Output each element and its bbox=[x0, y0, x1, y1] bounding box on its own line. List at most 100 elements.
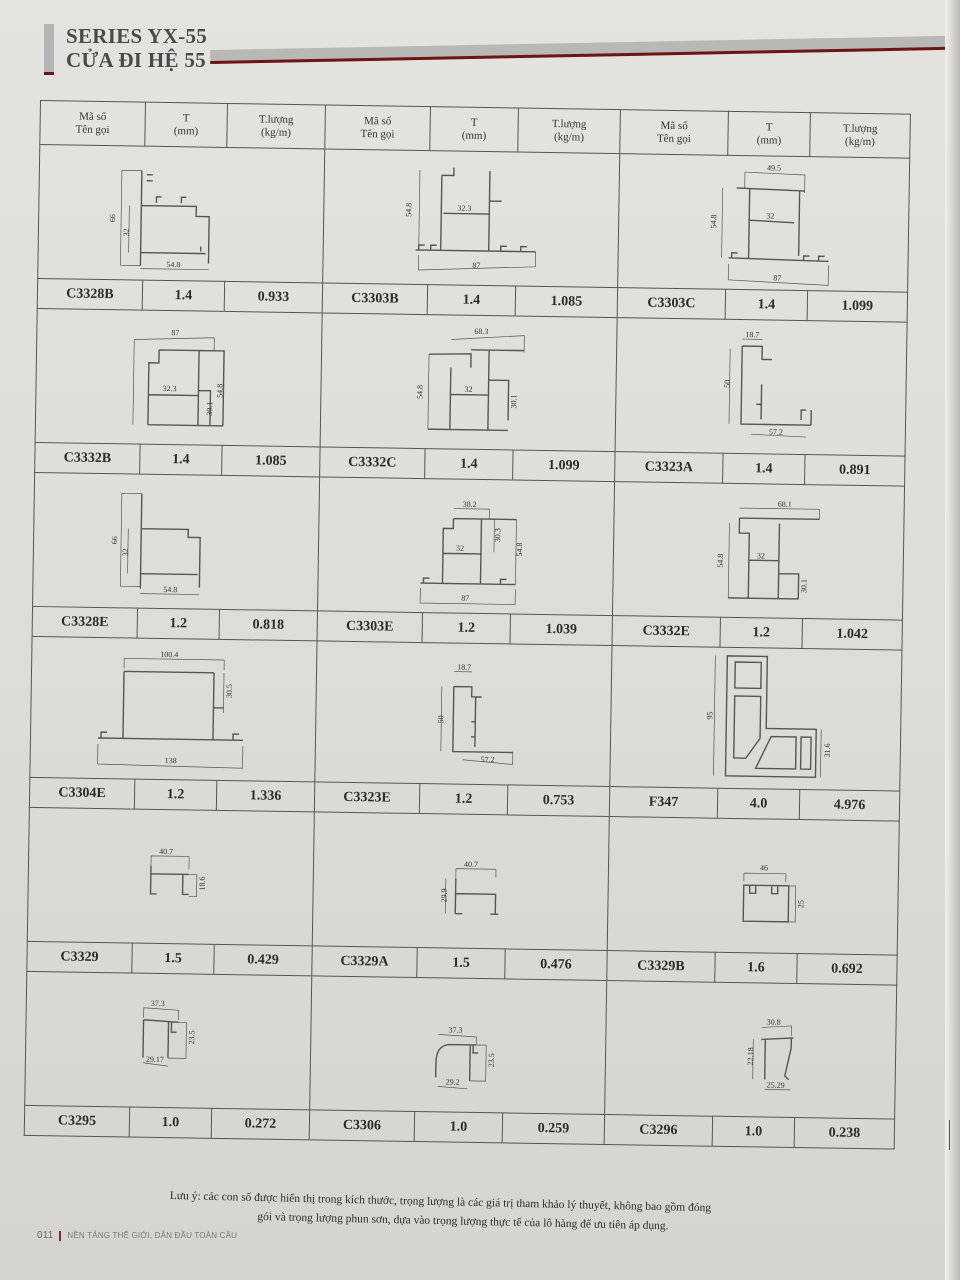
profile-drawing-C3332C: 68.3 54.8 32 30.1 bbox=[320, 312, 618, 452]
drawing-row: 100.4 30.5 138 18.7 50 57.2 bbox=[29, 636, 902, 792]
svg-text:138: 138 bbox=[165, 756, 177, 765]
profile-weight: 1.039 bbox=[510, 613, 613, 646]
svg-text:38.2: 38.2 bbox=[463, 500, 477, 509]
profile-code: C3295 bbox=[24, 1105, 130, 1138]
svg-text:46: 46 bbox=[759, 863, 767, 872]
profile-code: C3296 bbox=[604, 1114, 713, 1147]
profile-code: C3332C bbox=[319, 446, 426, 479]
profile-weight: 1.085 bbox=[515, 285, 618, 318]
profile-code: C3332E bbox=[612, 615, 721, 648]
profile-weight: 0.818 bbox=[219, 609, 318, 641]
profile-drawing-C3296: 30.8 22.18 25.29 bbox=[604, 980, 897, 1120]
svg-text:32: 32 bbox=[121, 548, 130, 556]
profile-weight: 1.085 bbox=[221, 445, 321, 477]
profile-code: C3329B bbox=[606, 950, 716, 983]
col-header-weight: T.lượng(kg/m) bbox=[809, 112, 911, 159]
svg-text:49.5: 49.5 bbox=[766, 163, 780, 172]
footer-separator bbox=[58, 1230, 61, 1241]
svg-text:50: 50 bbox=[436, 715, 445, 723]
profile-thickness: 1.5 bbox=[131, 943, 215, 975]
profile-weight: 1.042 bbox=[801, 618, 903, 651]
svg-text:100.4: 100.4 bbox=[160, 649, 178, 658]
profile-code: C3332B bbox=[34, 442, 141, 475]
page-footer: 011 NỀN TẢNG THẾ GIỚI, DẪN ĐẦU TOÀN CẦU bbox=[37, 1230, 237, 1241]
profile-thickness: 1.4 bbox=[424, 448, 514, 480]
profile-code: F347 bbox=[609, 786, 718, 819]
profile-drawing-F347: 95 31.6 bbox=[609, 645, 902, 792]
svg-text:87: 87 bbox=[171, 328, 179, 337]
svg-text:32: 32 bbox=[456, 544, 464, 553]
profile-weight: 1.336 bbox=[216, 780, 315, 812]
profile-code: C3306 bbox=[309, 1109, 415, 1142]
svg-text:32: 32 bbox=[122, 228, 131, 236]
svg-text:30.8: 30.8 bbox=[766, 1018, 780, 1027]
profile-code: C3303C bbox=[617, 287, 726, 320]
profile-drawing-C3328E: 66 32 54.8 bbox=[32, 472, 320, 611]
svg-text:30.5: 30.5 bbox=[225, 683, 234, 697]
svg-text:18.6: 18.6 bbox=[198, 877, 207, 891]
svg-text:40.7: 40.7 bbox=[159, 847, 173, 856]
profile-drawing-C3323A: 18.7 50 57.2 bbox=[615, 317, 908, 457]
profile-thickness: 1.4 bbox=[142, 280, 225, 312]
profile-thickness: 1.2 bbox=[719, 617, 803, 649]
page-number: 011 bbox=[37, 1230, 54, 1241]
profile-weight: 1.099 bbox=[807, 290, 908, 323]
svg-text:54.8: 54.8 bbox=[163, 585, 177, 594]
profile-code: C3329 bbox=[26, 941, 133, 974]
svg-text:54.8: 54.8 bbox=[515, 543, 524, 557]
svg-text:57.2: 57.2 bbox=[481, 755, 495, 764]
svg-text:54.8: 54.8 bbox=[166, 260, 180, 269]
svg-text:54.8: 54.8 bbox=[709, 215, 718, 229]
profile-thickness: 1.4 bbox=[139, 444, 223, 476]
svg-text:54.8: 54.8 bbox=[715, 554, 724, 568]
svg-text:32.3: 32.3 bbox=[162, 384, 176, 393]
profile-weight: 0.933 bbox=[224, 281, 323, 313]
profile-code: C3303E bbox=[317, 610, 423, 643]
svg-text:31.6: 31.6 bbox=[822, 743, 831, 757]
profile-thickness: 1.4 bbox=[722, 453, 806, 485]
profile-drawing-C3306: 37.3 23.5 29.2 bbox=[309, 975, 607, 1115]
svg-text:29.2: 29.2 bbox=[446, 1077, 460, 1086]
drawing-row: 66 32 54.8 38.2 30.3 32 54.8 bbox=[32, 472, 905, 621]
svg-text:30.1: 30.1 bbox=[509, 394, 518, 408]
svg-text:30.3: 30.3 bbox=[493, 528, 502, 542]
footnote: Lưu ý: các con số được hiển thị trong kí… bbox=[169, 1187, 760, 1238]
col-header-weight: T.lượng(kg/m) bbox=[517, 108, 621, 154]
profile-code: C3329A bbox=[311, 945, 418, 978]
series-title: SERIES YX-55 bbox=[66, 24, 208, 48]
svg-text:68.3: 68.3 bbox=[474, 327, 488, 336]
svg-text:68.1: 68.1 bbox=[777, 500, 791, 509]
svg-text:30.1: 30.1 bbox=[799, 579, 808, 593]
profile-thickness: 1.4 bbox=[427, 284, 516, 316]
svg-text:32: 32 bbox=[464, 385, 472, 394]
svg-text:57.2: 57.2 bbox=[768, 427, 782, 436]
svg-text:37.3: 37.3 bbox=[448, 1026, 462, 1035]
profile-weight: 0.753 bbox=[507, 784, 610, 817]
profile-code: C3323A bbox=[614, 451, 724, 484]
profile-weight: 0.238 bbox=[794, 1117, 895, 1150]
profile-code: C3328E bbox=[32, 606, 138, 639]
svg-text:30.1: 30.1 bbox=[205, 402, 214, 416]
profile-thickness: 1.6 bbox=[714, 952, 798, 984]
svg-text:66: 66 bbox=[110, 536, 119, 544]
svg-text:87: 87 bbox=[472, 261, 480, 270]
profile-code: C3304E bbox=[29, 777, 135, 810]
profile-drawing-C3329A: 40.7 29.9 bbox=[312, 811, 610, 951]
profile-weight: 4.976 bbox=[799, 789, 900, 822]
profile-weight: 1.099 bbox=[512, 449, 616, 482]
col-header-thickness: T(mm) bbox=[727, 111, 811, 157]
profile-thickness: 4.0 bbox=[717, 788, 800, 820]
col-header-thickness: T(mm) bbox=[144, 102, 228, 148]
profile-drawing-C3328B: 66 32 54.8 bbox=[37, 144, 325, 283]
profile-thickness: 1.2 bbox=[422, 612, 511, 644]
profile-weight: 0.891 bbox=[804, 454, 906, 487]
col-header-weight: T.lượng(kg/m) bbox=[226, 103, 326, 149]
svg-text:18.7: 18.7 bbox=[457, 662, 471, 671]
svg-text:87: 87 bbox=[773, 274, 781, 283]
profile-weight: 0.476 bbox=[504, 948, 608, 981]
profile-drawing-C3304E: 100.4 30.5 138 bbox=[29, 636, 318, 782]
profile-code: C3303B bbox=[322, 282, 428, 315]
